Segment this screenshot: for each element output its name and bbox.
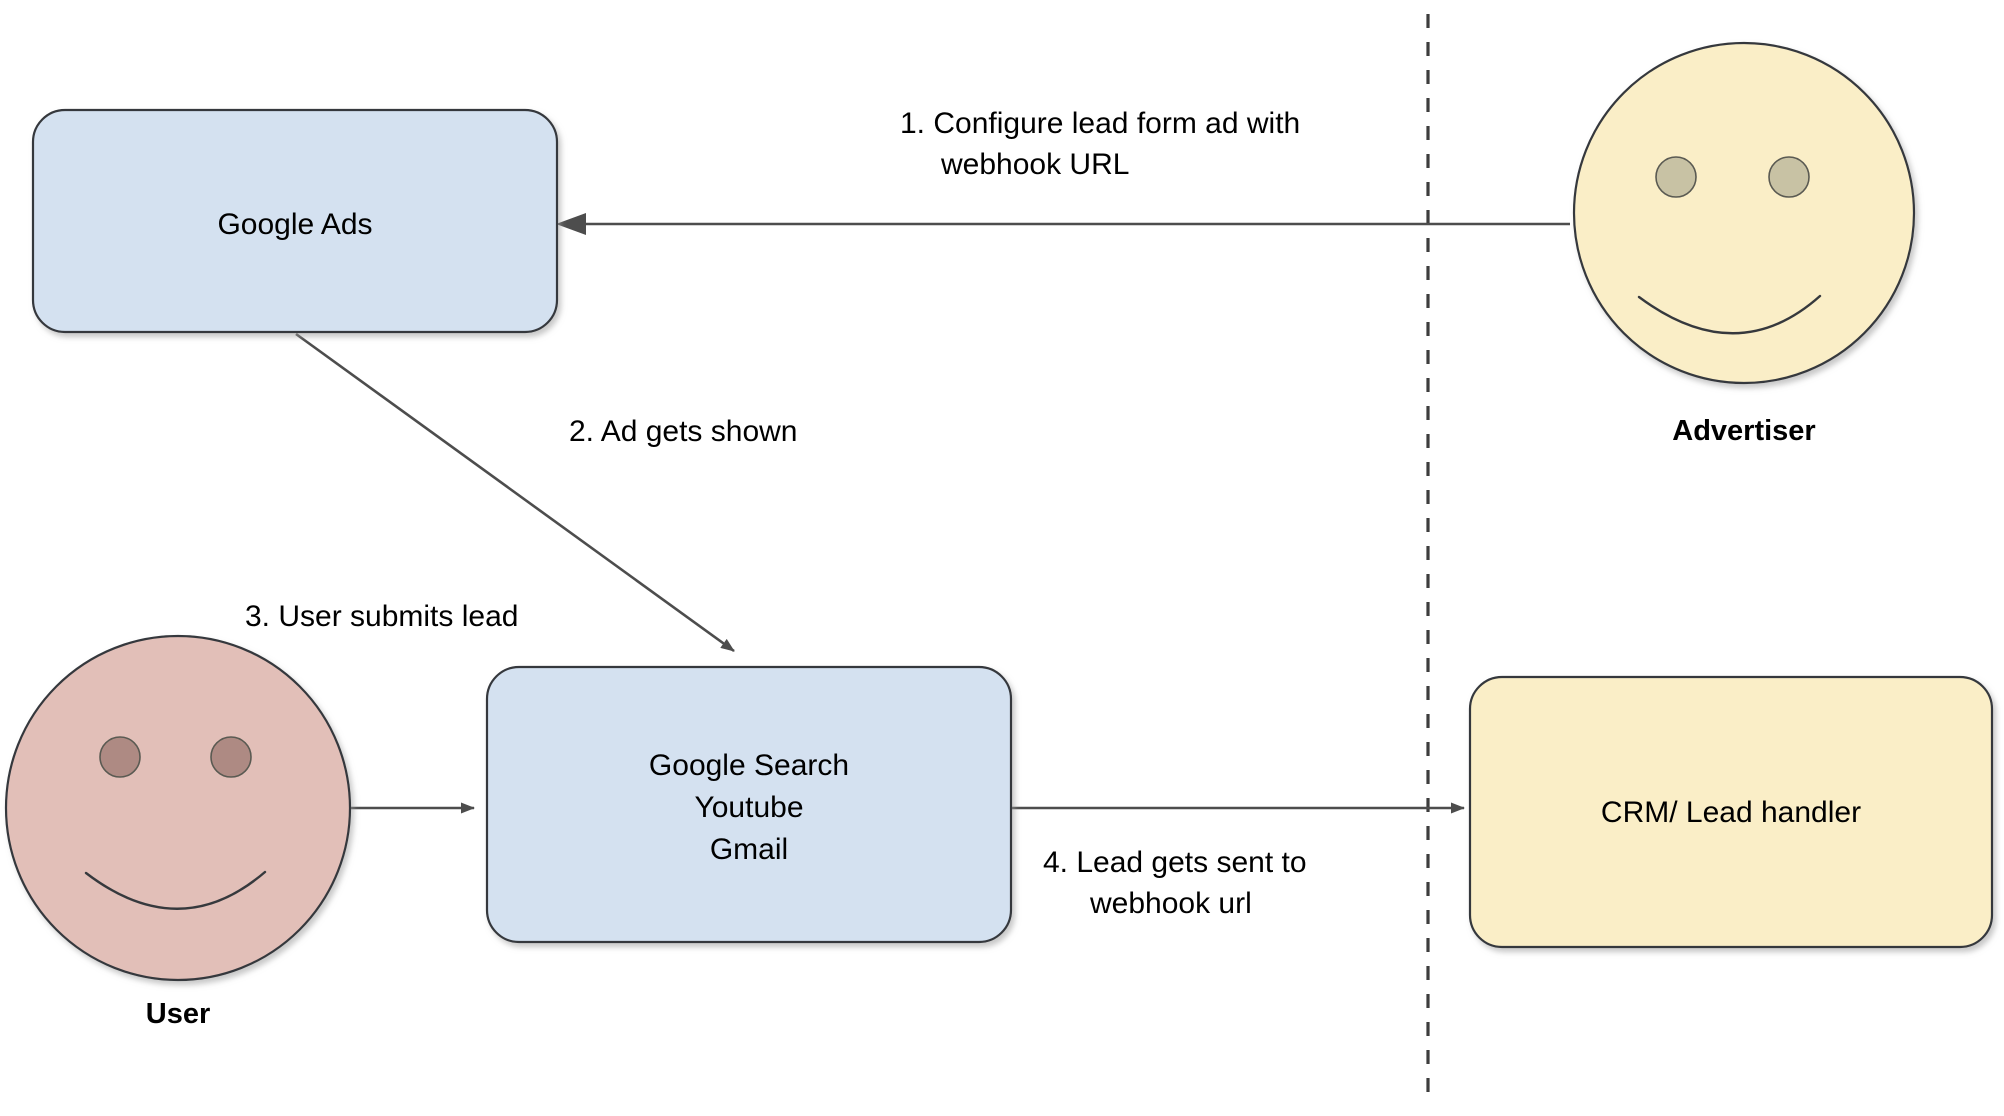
label-step-4-line-2: webhook url <box>1089 887 1252 920</box>
advertiser-left-eye-icon <box>1655 156 1697 198</box>
edge-configure-lead-form <box>556 213 1570 235</box>
google-surfaces-label-line-3: Gmail <box>710 833 788 866</box>
advertiser-face-circle[interactable] <box>1572 41 1916 385</box>
advertiser-label: Advertiser <box>1672 415 1815 447</box>
label-step-3: 3. User submits lead <box>245 600 518 633</box>
label-step-2-line-1: 2. Ad gets shown <box>569 415 798 448</box>
google-ads-label: Google Ads <box>217 208 372 241</box>
google-ads-box[interactable] <box>31 108 559 334</box>
node-user[interactable]: User <box>4 634 352 1030</box>
label-step-1-line-1: 1. Configure lead form ad with <box>900 107 1300 140</box>
user-label: User <box>146 998 211 1030</box>
node-google-surfaces[interactable]: Google Search Youtube Gmail <box>485 665 1013 944</box>
label-step-4: 4. Lead gets sent to webhook url <box>1043 846 1307 920</box>
label-step-1: 1. Configure lead form ad with webhook U… <box>900 107 1300 181</box>
user-left-eye-icon <box>99 736 141 778</box>
label-step-4-line-1: 4. Lead gets sent to <box>1043 846 1307 879</box>
edge-ad-gets-shown <box>295 332 735 653</box>
user-right-eye-icon <box>210 736 252 778</box>
advertiser-smile-icon <box>1637 294 1822 335</box>
label-step-1-line-2: webhook URL <box>940 148 1129 181</box>
label-step-3-line-1: 3. User submits lead <box>245 600 518 633</box>
google-surfaces-label-line-1: Google Search <box>649 749 849 782</box>
google-surfaces-label-line-2: Youtube <box>694 791 803 824</box>
crm-lead-handler-box[interactable] <box>1468 675 1994 949</box>
label-step-2: 2. Ad gets shown <box>569 415 798 448</box>
user-face-circle[interactable] <box>4 634 352 982</box>
google-surfaces-box[interactable] <box>485 665 1013 944</box>
node-advertiser[interactable]: Advertiser <box>1572 41 1916 447</box>
node-google-ads[interactable]: Google Ads <box>31 108 559 334</box>
arrowhead-left-icon <box>556 213 586 235</box>
crm-lead-handler-label: CRM/ Lead handler <box>1601 796 1861 829</box>
user-smile-icon <box>84 870 267 910</box>
node-crm-lead-handler[interactable]: CRM/ Lead handler <box>1468 675 1994 949</box>
advertiser-right-eye-icon <box>1768 156 1810 198</box>
